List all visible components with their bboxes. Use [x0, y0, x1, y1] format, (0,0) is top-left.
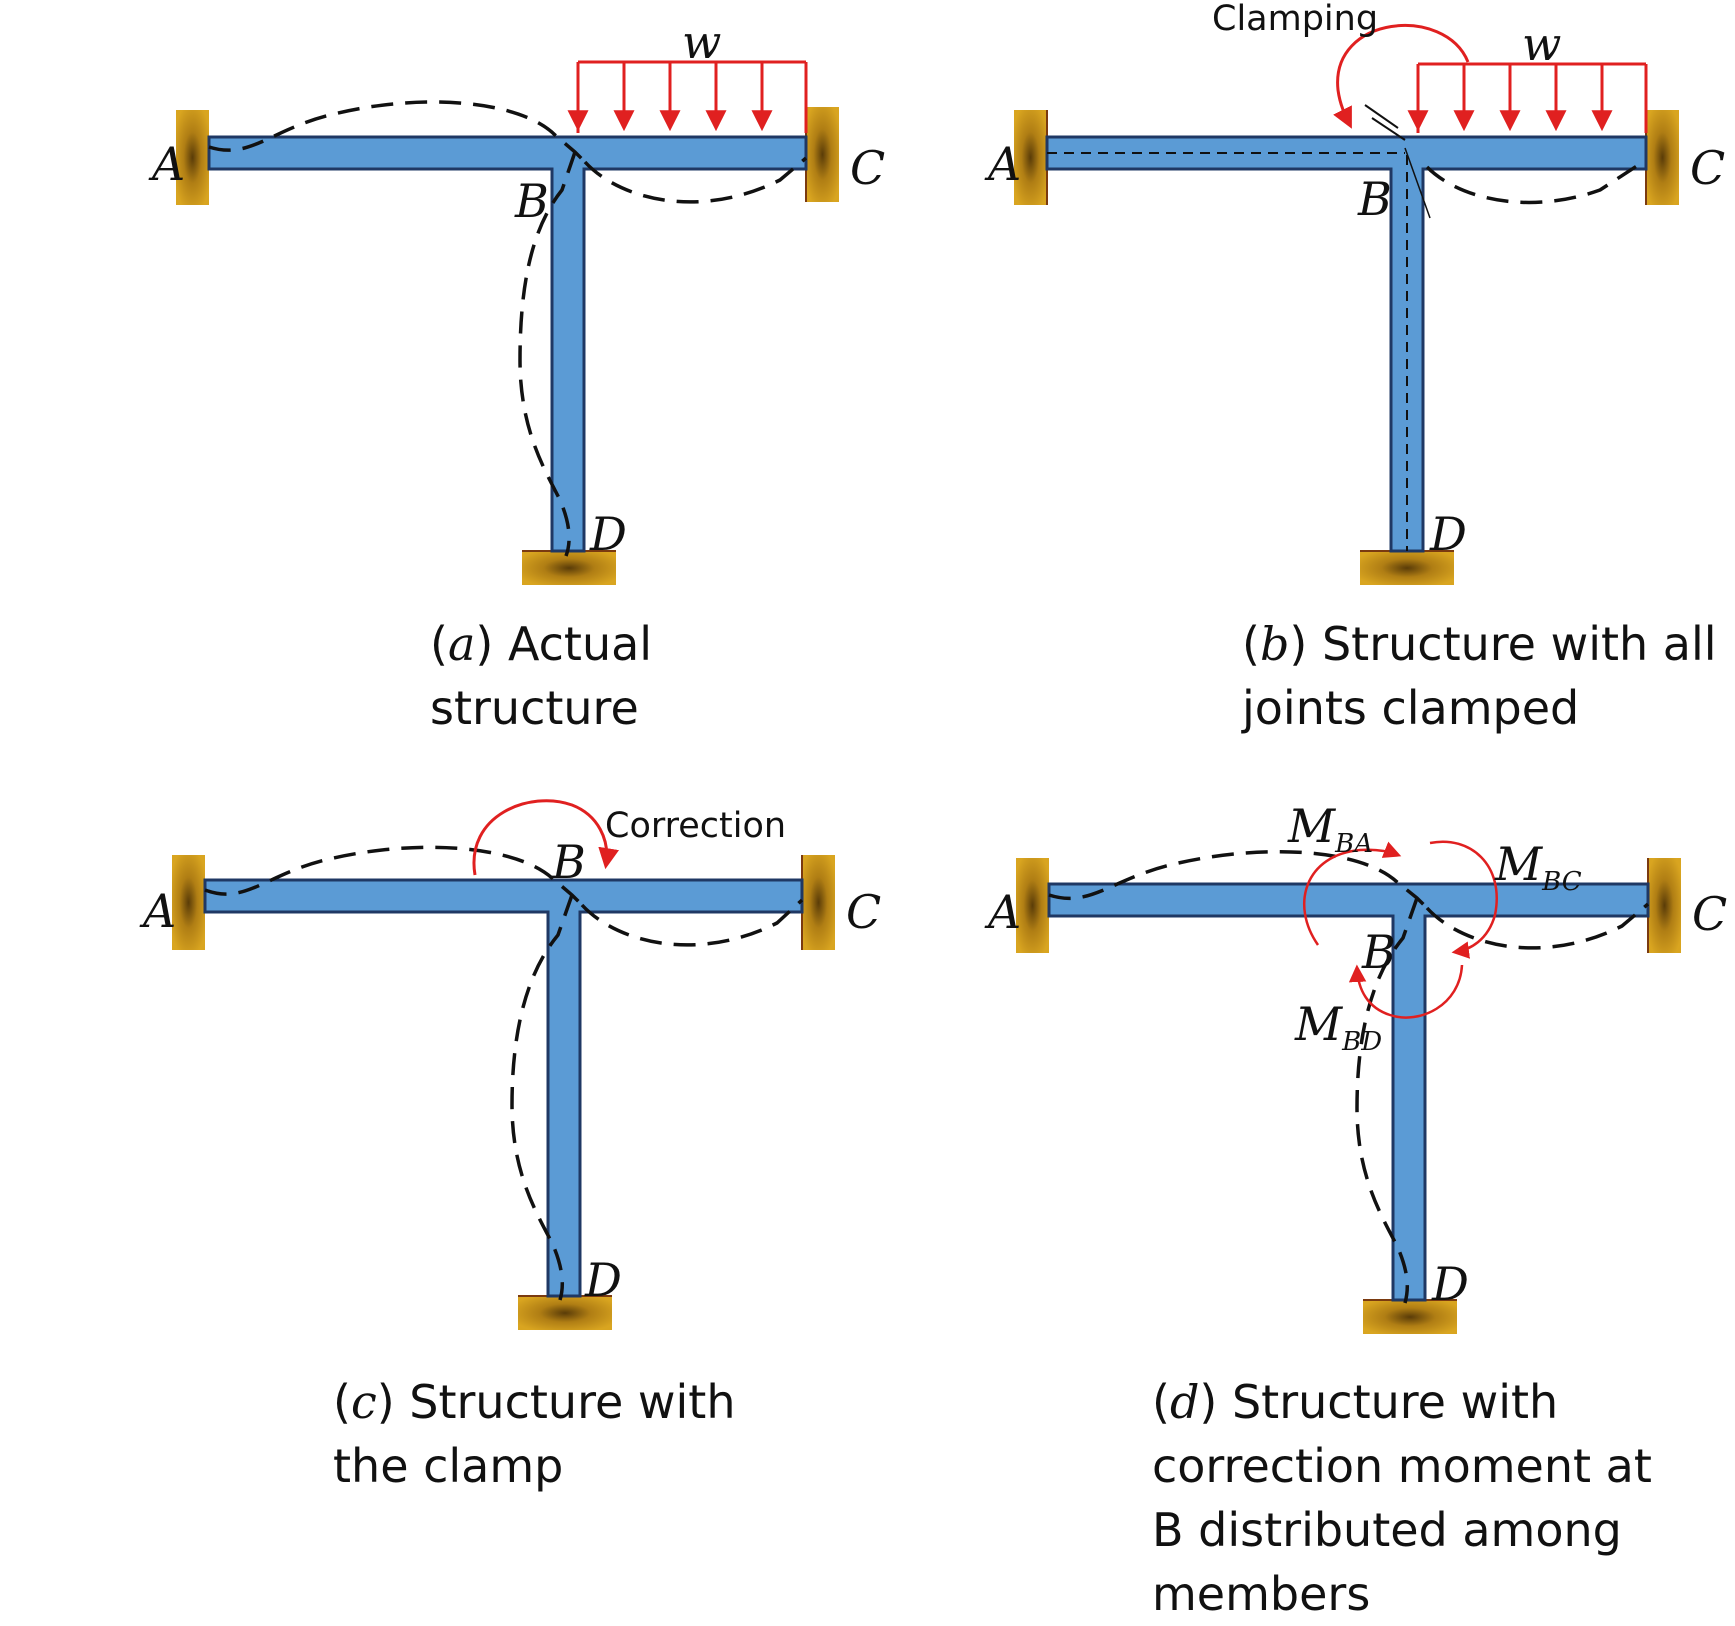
frame-member	[203, 878, 804, 1298]
support-a	[1016, 858, 1049, 953]
label-w: w	[1522, 17, 1561, 71]
support-d	[522, 551, 616, 585]
annotation-clamping: Clamping	[1212, 0, 1378, 39]
moment-label-bc: MBC	[1494, 837, 1582, 897]
support-a	[172, 855, 205, 950]
moment-arrows	[1303, 840, 1498, 1019]
panel-b: Clamping A B C D w	[984, 0, 1725, 585]
label-a: A	[984, 885, 1021, 939]
caption-a: (a) Actual structure	[430, 617, 653, 735]
label-c: C	[846, 885, 881, 939]
caption-c: (c) Structure with the clamp	[333, 1375, 736, 1493]
support-a	[176, 110, 209, 205]
frame-member	[1047, 882, 1650, 1302]
frame-member	[207, 135, 808, 553]
label-a: A	[139, 884, 176, 938]
clamping-arrow	[1333, 23, 1470, 129]
label-b: B	[514, 174, 549, 228]
moment-bc-arrow	[1429, 840, 1498, 959]
panel-c: Correction A B C D	[139, 799, 881, 1330]
caption-b: (b) Structure with all joints clamped	[1242, 617, 1717, 735]
label-a: A	[148, 137, 185, 191]
label-c: C	[1690, 141, 1725, 195]
label-d: D	[589, 507, 627, 561]
deflected-shape	[208, 100, 808, 557]
deflected-shape	[204, 845, 804, 1301]
frame-member	[1045, 135, 1648, 553]
annotation-correction: Correction	[605, 806, 786, 846]
support-d	[518, 1296, 612, 1330]
support-d	[1360, 551, 1454, 585]
support-a	[1014, 110, 1047, 205]
label-c: C	[850, 141, 885, 195]
support-c	[802, 855, 835, 950]
label-d: D	[1431, 1257, 1469, 1311]
label-b: B	[1357, 172, 1392, 226]
label-b: B	[551, 835, 586, 889]
moment-ba-arrow	[1303, 841, 1402, 946]
panel-d: A B C D MBA MBC MBD	[984, 799, 1727, 1334]
moment-bd-arrow	[1348, 964, 1464, 1019]
support-c	[1648, 858, 1681, 953]
label-w: w	[682, 15, 721, 69]
correction-arrow	[472, 799, 620, 876]
label-d: D	[584, 1253, 622, 1307]
label-c: C	[1692, 887, 1727, 941]
caption-d: (d) Structure with correction moment at …	[1152, 1375, 1652, 1621]
panel-a: A B C D w	[148, 15, 885, 585]
moment-label-bd: MBD	[1294, 997, 1382, 1057]
support-c	[1646, 110, 1679, 205]
label-d: D	[1429, 507, 1467, 561]
distributed-load	[567, 60, 808, 133]
moment-label-ba: MBA	[1287, 799, 1373, 859]
deflected-shape	[1425, 158, 1647, 205]
support-c	[806, 107, 839, 202]
distributed-load	[1407, 62, 1648, 133]
clamp-marks	[1364, 104, 1431, 219]
label-b: B	[1361, 925, 1396, 979]
deflected-shape	[1048, 849, 1650, 1304]
undeflected-centerline	[1047, 152, 1408, 551]
support-d	[1363, 1300, 1457, 1334]
label-a: A	[984, 137, 1021, 191]
